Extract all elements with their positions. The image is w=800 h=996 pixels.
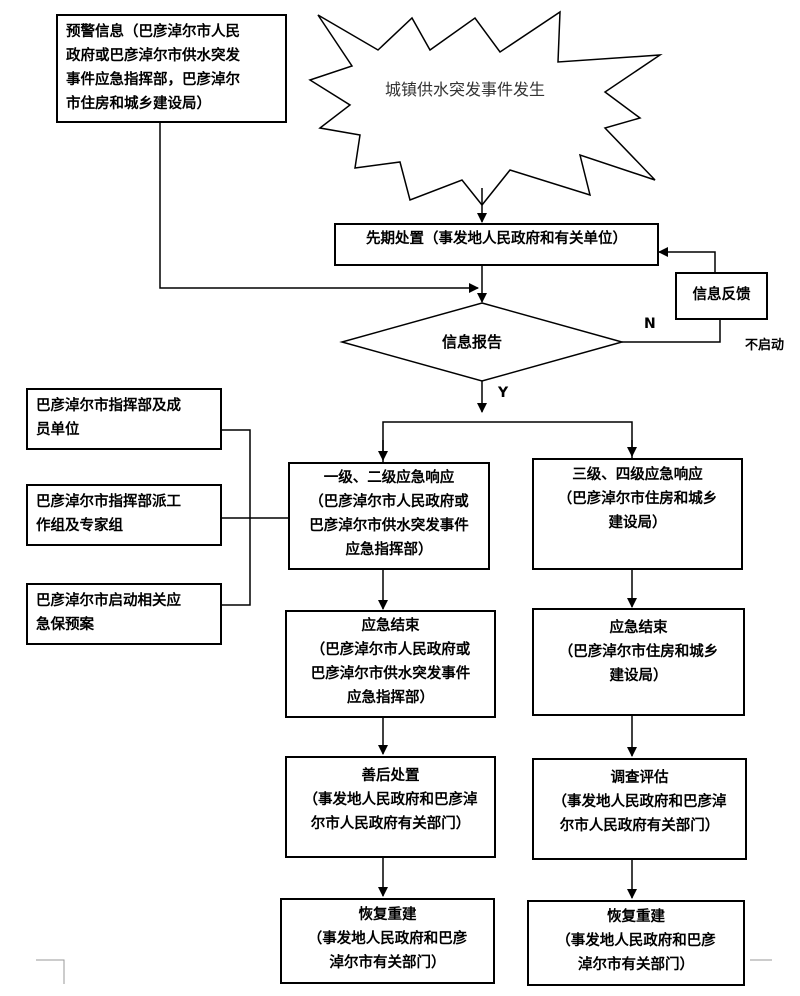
box-title: 一级、二级应急响应 [323, 470, 455, 486]
box-detail: （巴彦淖尔市人民政府或 [309, 494, 469, 510]
side-box-line: 作组及专家组 [36, 518, 123, 534]
box-title: 调查评估 [610, 770, 669, 786]
warning-info-box: 预警信息（巴彦淖尔市人民 政府或巴彦淖尔市供水突发 事件应急指挥部，巴彦淖尔 市… [56, 14, 287, 123]
box-detail: 巴彦淖尔市供水突发事件 [309, 518, 469, 534]
initial-disposal-box: 先期处置（事发地人民政府和有关单位） [334, 223, 659, 266]
initial-disposal-label: 先期处置（事发地人民政府和有关单位） [366, 231, 627, 247]
left-emergency-end-box: 应急结束 （巴彦淖尔市人民政府或 巴彦淖尔市供水突发事件 应急指挥部） [285, 610, 496, 718]
right-emergency-end-box: 应急结束 （巴彦淖尔市住房和城乡 建设局） [532, 608, 745, 716]
aftermath-disposal-box: 善后处置 （事发地人民政府和巴彦淖 尔市人民政府有关部门） [285, 756, 496, 858]
box-detail: 淖尔市有关部门） [329, 955, 446, 971]
warning-info-line: 市住房和城乡建设局） [66, 96, 211, 112]
level-3-4-response-box: 三级、四级应急响应 （巴彦淖尔市住房和城乡 建设局） [532, 458, 743, 570]
warning-info-line: 政府或巴彦淖尔市供水突发 [66, 48, 240, 64]
box-detail: （巴彦淖尔市人民政府或 [310, 642, 471, 658]
warning-info-line: 事件应急指挥部，巴彦淖尔 [66, 72, 240, 88]
box-detail: 应急指挥部） [347, 690, 434, 706]
box-detail: 淖尔市有关部门） [578, 957, 694, 973]
level-1-2-response-box: 一级、二级应急响应 （巴彦淖尔市人民政府或 巴彦淖尔市供水突发事件 应急指挥部） [288, 462, 490, 570]
box-detail: 应急指挥部） [345, 542, 433, 558]
box-detail: （事发地人民政府和巴彦 [556, 933, 716, 949]
side-box-line: 巴彦淖尔市指挥部及成 [36, 398, 181, 414]
investigation-box: 调查评估 （事发地人民政府和巴彦淖 尔市人民政府有关部门） [532, 758, 747, 860]
box-detail: （事发地人民政府和巴彦 [307, 931, 468, 947]
warning-info-line: 预警信息（巴彦淖尔市人民 [66, 24, 240, 40]
box-title: 三级、四级应急响应 [572, 467, 703, 483]
side-box-line: 巴彦淖尔市启动相关应 [36, 593, 181, 609]
side-box-hq-members: 巴彦淖尔市指挥部及成 员单位 [26, 388, 222, 450]
box-detail: （巴彦淖尔市住房和城乡 [557, 491, 718, 507]
box-title: 恢复重建 [358, 907, 417, 923]
box-detail: 建设局） [608, 515, 667, 531]
info-feedback-box: 信息反馈 [675, 272, 768, 320]
box-detail: 建设局） [609, 668, 668, 684]
left-recovery-box: 恢复重建 （事发地人民政府和巴彦 淖尔市有关部门） [280, 898, 495, 984]
side-box-line: 巴彦淖尔市指挥部派工 [36, 494, 181, 510]
box-detail: 尔市人民政府有关部门） [310, 816, 471, 832]
side-box-line: 急保预案 [36, 617, 94, 633]
box-title: 善后处置 [361, 768, 420, 784]
side-box-contingency-plan: 巴彦淖尔市启动相关应 急保预案 [26, 583, 222, 645]
box-detail: （巴彦淖尔市住房和城乡 [558, 644, 719, 660]
info-feedback-label: 信息反馈 [692, 287, 751, 303]
box-title: 应急结束 [361, 618, 420, 634]
label-y: Y [498, 385, 509, 401]
box-detail: 尔市人民政府有关部门） [559, 818, 720, 834]
side-box-line: 员单位 [36, 422, 80, 438]
box-title: 恢复重建 [607, 909, 665, 925]
start-event-label: 城镇供水突发事件发生 [385, 80, 546, 99]
info-report-label: 信息报告 [442, 333, 503, 351]
label-n: N [644, 316, 656, 332]
box-detail: （事发地人民政府和巴彦淖 [552, 794, 727, 810]
start-event-burst [308, 10, 663, 207]
label-not-started: 不启动 [745, 338, 785, 353]
box-detail: 巴彦淖尔市供水突发事件 [310, 666, 471, 682]
box-detail: （事发地人民政府和巴彦淖 [303, 792, 478, 808]
right-recovery-box: 恢复重建 （事发地人民政府和巴彦 淖尔市有关部门） [527, 900, 745, 986]
side-box-work-group: 巴彦淖尔市指挥部派工 作组及专家组 [26, 484, 222, 546]
box-title: 应急结束 [609, 620, 668, 636]
